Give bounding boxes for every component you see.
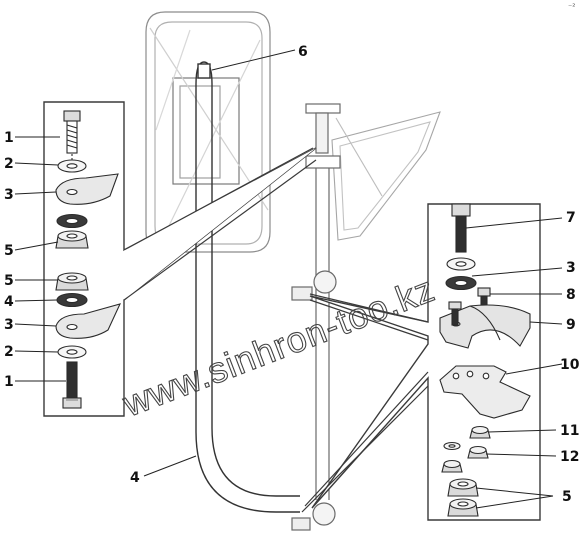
side-mirror-silhouette xyxy=(331,111,441,241)
bolt-right xyxy=(451,203,471,253)
leader-4-main xyxy=(143,455,197,477)
corner-mark: ⁻² xyxy=(568,2,575,11)
label-right-3: 3 xyxy=(566,260,576,276)
label-right-8: 8 xyxy=(566,287,576,303)
label-6: 6 xyxy=(298,44,308,60)
left-labels xyxy=(14,136,66,382)
left-panel-parts xyxy=(55,110,121,409)
nut-middle xyxy=(55,272,89,291)
label-left-3a: 3 xyxy=(4,187,14,203)
label-left-2a: 2 xyxy=(4,156,14,172)
label-right-10: 10 xyxy=(560,357,580,373)
label-left-5a: 5 xyxy=(4,243,14,259)
bolt-bottom xyxy=(62,361,82,409)
label-right-5: 5 xyxy=(562,489,572,505)
bracket-plate xyxy=(439,365,531,419)
label-left-3b: 3 xyxy=(4,317,14,333)
clamp xyxy=(439,304,531,349)
label-4-main: 4 xyxy=(130,470,140,486)
plate-top xyxy=(55,173,119,205)
mirror-silhouette xyxy=(145,11,271,253)
small-nut-11 xyxy=(469,425,491,439)
small-bolt-clamp xyxy=(448,301,462,326)
left-callout-connectors xyxy=(123,147,317,301)
label-right-12: 12 xyxy=(560,449,579,465)
label-left-1a: 1 xyxy=(4,130,14,146)
vertical-post xyxy=(291,103,341,531)
leader-6 xyxy=(211,49,296,71)
label-left-1b: 1 xyxy=(4,374,14,390)
label-right-7: 7 xyxy=(566,210,576,226)
label-left-4: 4 xyxy=(4,294,14,310)
small-nut-b xyxy=(441,459,463,473)
nut-right-a xyxy=(447,478,479,497)
label-left-5b: 5 xyxy=(4,273,14,289)
small-nut-12 xyxy=(467,445,489,459)
right-callout-connectors xyxy=(301,293,429,513)
label-left-2b: 2 xyxy=(4,344,14,360)
right-labels-leaders xyxy=(465,217,563,509)
right-callout-panel xyxy=(309,203,541,521)
nut-right-b xyxy=(447,498,479,517)
nut-top xyxy=(55,230,89,249)
label-right-11: 11 xyxy=(560,423,579,439)
right-panel-parts xyxy=(439,203,531,517)
main-bracket-rod xyxy=(195,61,300,513)
bolt-top xyxy=(63,110,81,154)
label-right-9: 9 xyxy=(566,317,576,333)
